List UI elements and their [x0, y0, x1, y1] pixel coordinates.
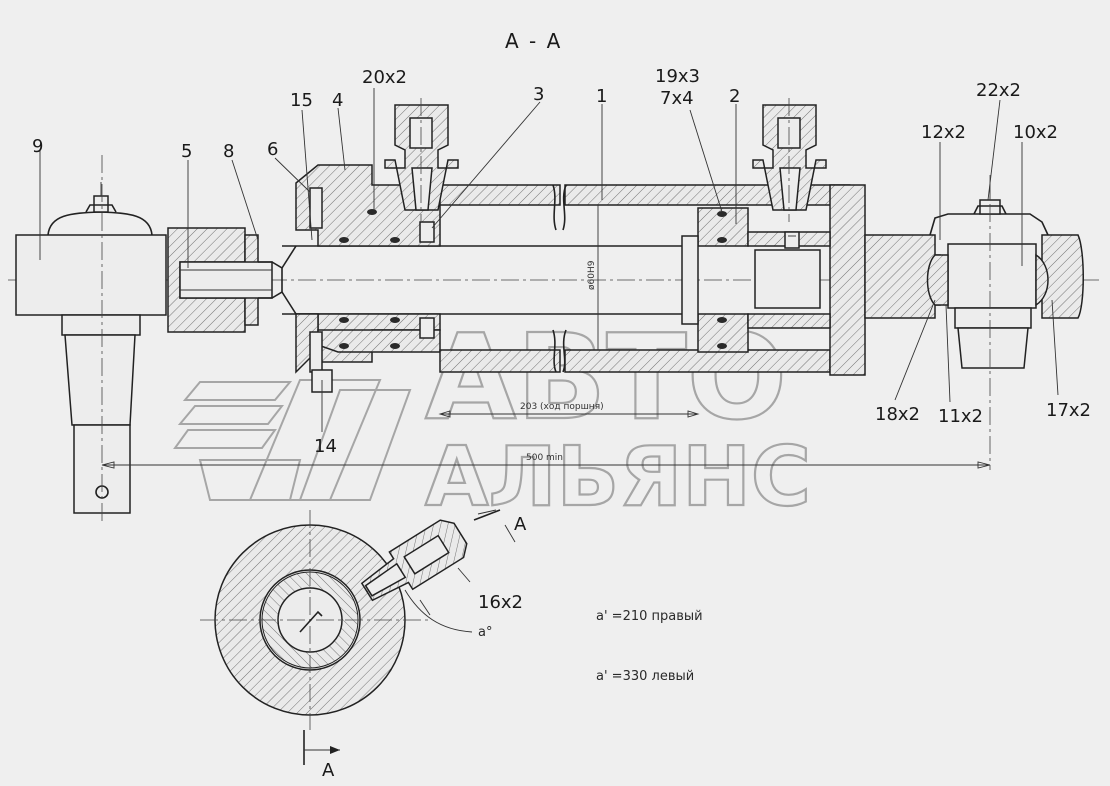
callout-22: 22x2: [976, 80, 1021, 101]
length-dimension: 500 min: [526, 453, 563, 463]
callout-7: 7x4: [660, 88, 694, 109]
stroke-dimension: 203 (ход поршня): [520, 402, 604, 412]
callout-4: 4: [332, 90, 343, 111]
view-label-top: А: [514, 514, 527, 535]
leader-lines: [39, 88, 1059, 583]
callout-16: 16x2: [478, 592, 523, 613]
coupling-part-5-8: [167, 227, 283, 333]
callout-9: 9: [32, 136, 43, 157]
callout-15: 15: [290, 90, 313, 111]
callout-14: 14: [314, 436, 337, 457]
callout-17: 17x2: [1046, 400, 1091, 421]
section-marker: [303, 730, 340, 765]
section-view: [200, 509, 516, 730]
section-port-fitting: [360, 519, 468, 602]
dimension-lines: [101, 205, 991, 469]
callout-8: 8: [223, 141, 234, 162]
callout-11: 11x2: [938, 406, 983, 427]
cylinder-tube-part-1: [439, 184, 866, 376]
callout-20: 20x2: [362, 67, 407, 88]
watermark-logo: [173, 379, 412, 501]
callout-2: 2: [729, 86, 740, 107]
note-left: a' =330 левый: [596, 669, 694, 684]
callout-1: 1: [596, 86, 607, 107]
watermark: АВТО АЛЬЯНС: [173, 307, 812, 526]
rod-end-part-9: [15, 155, 167, 525]
piston-part-2: [681, 207, 831, 353]
bore-dimension: ø60Н9: [587, 260, 597, 290]
angle-label: a°: [478, 625, 492, 640]
callout-18: 18x2: [875, 404, 920, 425]
section-title: А - А: [505, 29, 562, 53]
view-label-bottom: А: [322, 760, 335, 781]
callout-10: 10x2: [1013, 122, 1058, 143]
callout-3: 3: [533, 84, 544, 105]
callout-5: 5: [181, 141, 192, 162]
port-fitting-left: [384, 98, 459, 222]
watermark-line2: АЛЬЯНС: [425, 430, 811, 525]
ball-joint-right: [864, 175, 1084, 470]
note-right: a' =210 правый: [596, 609, 703, 624]
port-fitting-right: [752, 98, 827, 222]
callout-19: 19x3: [655, 66, 700, 87]
callout-6: 6: [267, 139, 278, 160]
callout-12: 12x2: [921, 122, 966, 143]
